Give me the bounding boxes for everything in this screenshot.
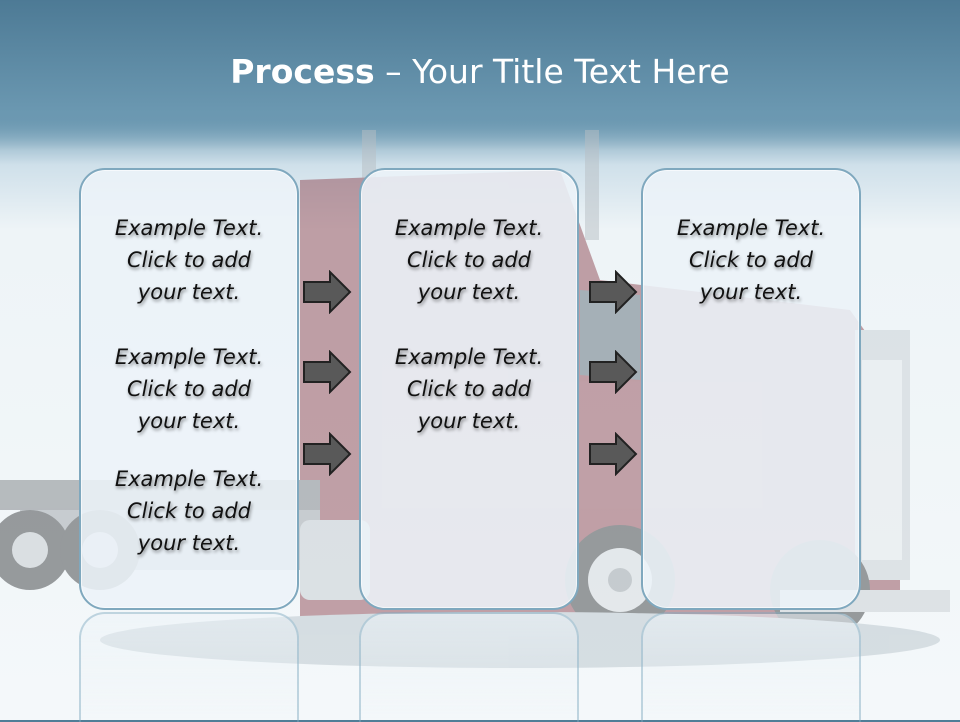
text-block[interactable]: Example Text. Click to add your text.	[81, 212, 297, 308]
text-line: Example Text.	[114, 467, 264, 491]
text-block[interactable]: Example Text. Click to add your text.	[643, 212, 859, 308]
title-rest-part: – Your Title Text Here	[374, 52, 730, 91]
right-arrow-icon	[303, 432, 352, 476]
text-line: Click to add	[406, 248, 531, 272]
title-bold-part: Process	[230, 52, 375, 91]
text-line: your text.	[137, 280, 241, 304]
slide-title[interactable]: Process – Your Title Text Here	[0, 52, 960, 91]
title-bar	[0, 0, 960, 150]
text-line: Click to add	[126, 248, 251, 272]
text-block[interactable]: Example Text. Click to add your text.	[361, 341, 577, 437]
text-line: Example Text.	[394, 345, 544, 369]
text-line: Example Text.	[114, 345, 264, 369]
right-arrow-icon	[589, 270, 638, 314]
box-reflection	[641, 612, 861, 722]
text-line: Click to add	[406, 377, 531, 401]
process-box-1[interactable]: Example Text. Click to add your text. Ex…	[79, 168, 299, 610]
process-box-3[interactable]: Example Text. Click to add your text.	[641, 168, 861, 610]
text-line: your text.	[699, 280, 803, 304]
text-block[interactable]: Example Text. Click to add your text.	[361, 212, 577, 308]
right-arrow-icon	[589, 350, 638, 394]
text-line: Example Text.	[676, 216, 826, 240]
text-line: Example Text.	[394, 216, 544, 240]
text-line: your text.	[417, 409, 521, 433]
right-arrow-icon	[303, 270, 352, 314]
text-line: Click to add	[126, 499, 251, 523]
process-box-2[interactable]: Example Text. Click to add your text. Ex…	[359, 168, 579, 610]
text-line: your text.	[417, 280, 521, 304]
box-reflection	[79, 612, 299, 722]
box-reflection	[359, 612, 579, 722]
right-arrow-icon	[303, 350, 352, 394]
text-line: your text.	[137, 531, 241, 555]
text-line: your text.	[137, 409, 241, 433]
text-line: Click to add	[126, 377, 251, 401]
text-block[interactable]: Example Text. Click to add your text.	[81, 463, 297, 559]
text-line: Click to add	[688, 248, 813, 272]
right-arrow-icon	[589, 432, 638, 476]
text-block[interactable]: Example Text. Click to add your text.	[81, 341, 297, 437]
text-line: Example Text.	[114, 216, 264, 240]
